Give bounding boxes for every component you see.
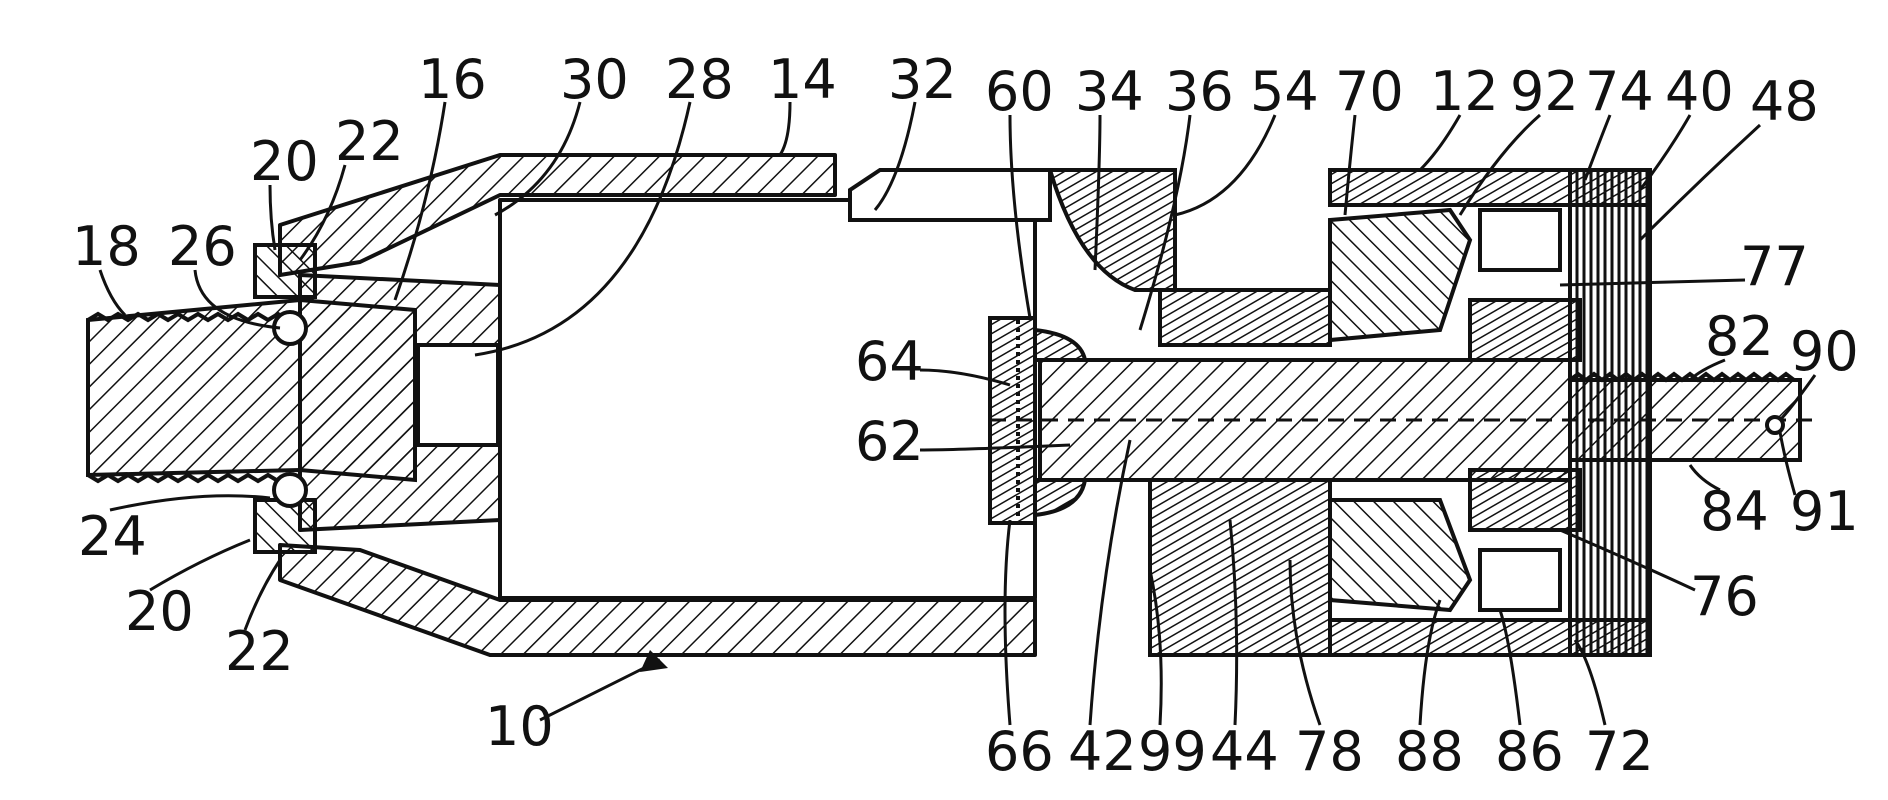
ref-48: 48 xyxy=(1750,70,1819,133)
ref-22-top: 22 xyxy=(335,110,404,173)
ref-28: 28 xyxy=(665,48,734,111)
ref-92: 92 xyxy=(1510,60,1579,123)
ref-40: 40 xyxy=(1665,60,1734,123)
ref-24: 24 xyxy=(78,505,147,568)
ref-36: 36 xyxy=(1165,60,1234,123)
ref-90: 90 xyxy=(1790,320,1859,383)
ref-34: 34 xyxy=(1075,60,1144,123)
ref-54: 54 xyxy=(1250,60,1319,123)
ref-70: 70 xyxy=(1335,60,1404,123)
ref-84: 84 xyxy=(1700,480,1769,543)
ref-20-bottom: 20 xyxy=(125,580,194,643)
ref-91: 91 xyxy=(1790,480,1859,543)
ref-44: 44 xyxy=(1210,720,1279,783)
ref-78: 78 xyxy=(1295,720,1364,783)
ref-62: 62 xyxy=(855,410,924,473)
ref-32: 32 xyxy=(888,48,957,111)
ref-60: 60 xyxy=(985,60,1054,123)
ref-72: 72 xyxy=(1585,720,1654,783)
ref-12: 12 xyxy=(1430,60,1499,123)
ref-26: 26 xyxy=(168,215,237,278)
ref-20-top: 20 xyxy=(250,130,319,193)
ref-76: 76 xyxy=(1690,565,1759,628)
ref-42: 42 xyxy=(1068,720,1137,783)
ref-18: 18 xyxy=(72,215,141,278)
ref-66: 66 xyxy=(985,720,1054,783)
ref-22-bottom: 22 xyxy=(225,620,294,683)
ref-30: 30 xyxy=(560,48,629,111)
ref-10: 10 xyxy=(485,695,554,758)
shaft-42 xyxy=(990,360,1820,480)
ref-77: 77 xyxy=(1740,235,1809,298)
ref-74: 74 xyxy=(1585,60,1654,123)
ref-86: 86 xyxy=(1495,720,1564,783)
ref-88: 88 xyxy=(1395,720,1464,783)
ref-14: 14 xyxy=(768,48,837,111)
ref-99: 99 xyxy=(1138,720,1207,783)
ref-64: 64 xyxy=(855,330,924,393)
ref-82: 82 xyxy=(1705,305,1774,368)
ref-16: 16 xyxy=(418,48,487,111)
